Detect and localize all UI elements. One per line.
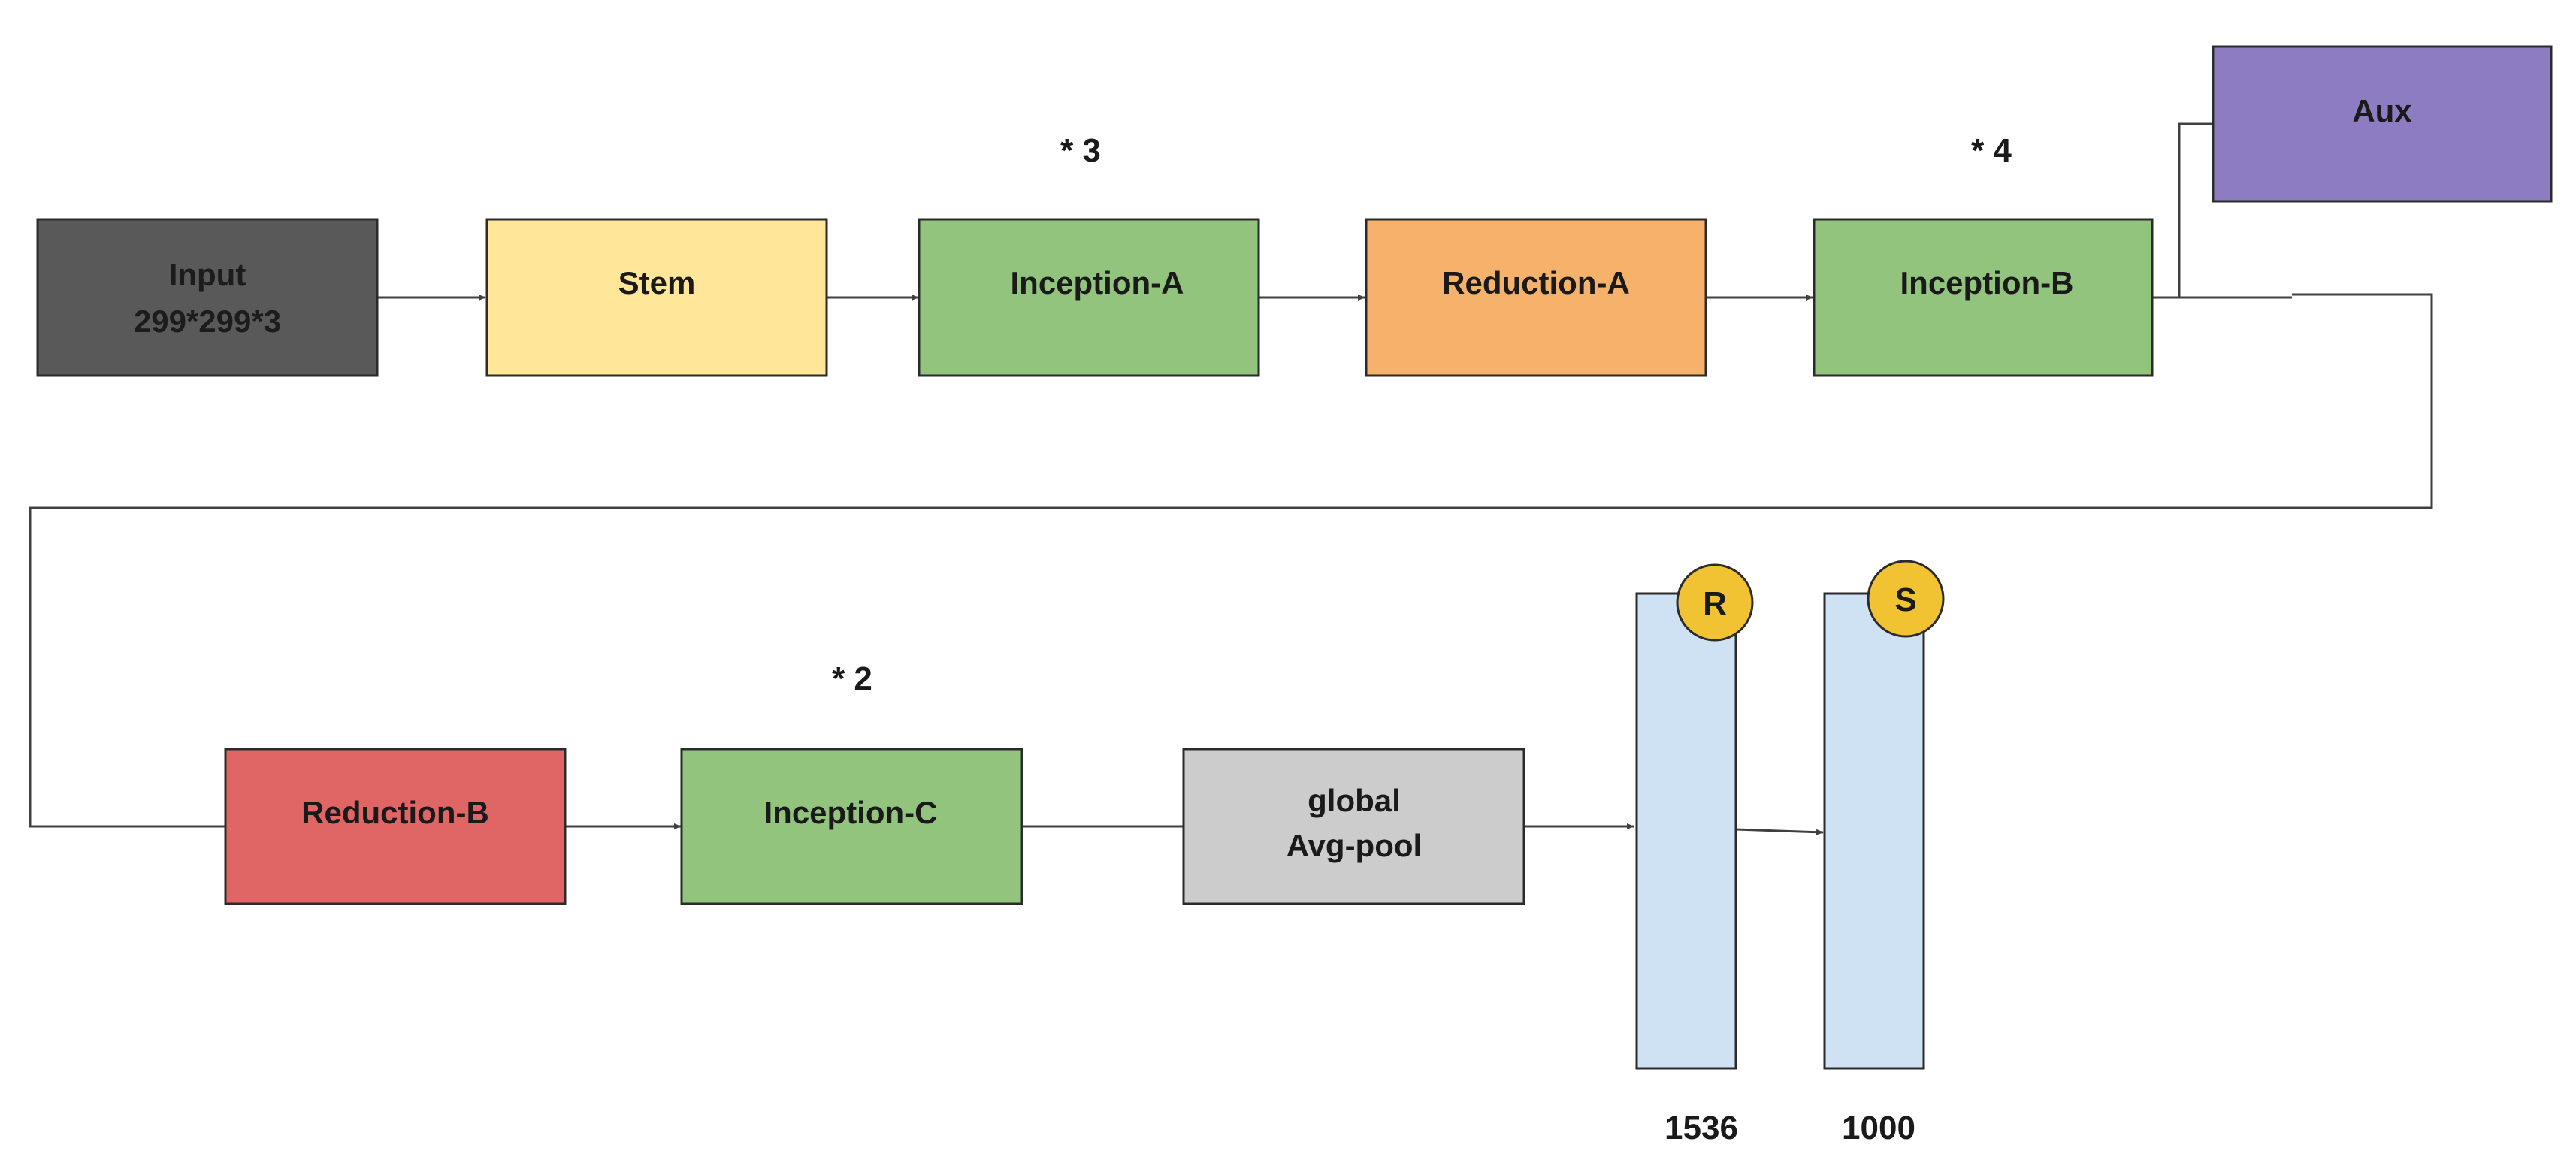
relu-badge bbox=[1676, 563, 1754, 642]
relu-badge-label: R bbox=[1703, 585, 1727, 622]
stem-label: Stem bbox=[618, 265, 696, 301]
inception-b-label: Inception-B bbox=[1900, 265, 2074, 301]
line-to-aux bbox=[2178, 122, 2213, 298]
stem-block: Stem bbox=[485, 218, 828, 377]
inception-b-block: Inception-B bbox=[1813, 218, 2154, 377]
reduction-b-label: Reduction-B bbox=[301, 795, 489, 830]
repeat-label-inception-b: * 4 bbox=[1971, 132, 2012, 169]
fc-layer-1536: R 1536 bbox=[1635, 563, 1754, 1146]
aux-block: Aux bbox=[2212, 45, 2553, 203]
input-shape-label: 299*299*3 bbox=[134, 304, 281, 339]
avg-pool-label-line-2: Avg-pool bbox=[1286, 828, 1422, 863]
reduction-b-block: Reduction-B bbox=[224, 748, 567, 905]
repeat-label-inception-c: * 2 bbox=[832, 660, 872, 697]
softmax-badge-label: S bbox=[1894, 581, 1916, 618]
input-block: Input 299*299*3 bbox=[36, 218, 379, 377]
avg-pool-label-line-1: global bbox=[1308, 783, 1401, 818]
inception-a-label: Inception-A bbox=[1011, 265, 1184, 301]
fc-1000-size-label: 1000 bbox=[1842, 1110, 1915, 1146]
aux-label: Aux bbox=[2352, 93, 2412, 128]
inception-c-block: Inception-C bbox=[680, 748, 1023, 905]
arrow-fc-1536-to-fc-1000 bbox=[1735, 828, 1824, 835]
inception-a-block: Inception-A bbox=[918, 218, 1260, 377]
reduction-a-label: Reduction-A bbox=[1442, 265, 1630, 301]
repeat-label-inception-a: * 3 bbox=[1060, 132, 1101, 169]
connectors-row-2 bbox=[565, 823, 1824, 835]
fc-1536-size-label: 1536 bbox=[1664, 1110, 1738, 1146]
avg-pool-block: global Avg-pool bbox=[1182, 748, 1525, 905]
fc-layer-1000: S 1000 bbox=[1823, 560, 1945, 1146]
input-label: Input bbox=[169, 257, 246, 292]
line-row-wrap bbox=[29, 293, 2433, 828]
connectors-row-1 bbox=[29, 122, 2433, 828]
inception-c-label: Inception-C bbox=[764, 795, 938, 830]
softmax-badge bbox=[1867, 560, 1945, 638]
reduction-a-block: Reduction-A bbox=[1365, 218, 1707, 377]
